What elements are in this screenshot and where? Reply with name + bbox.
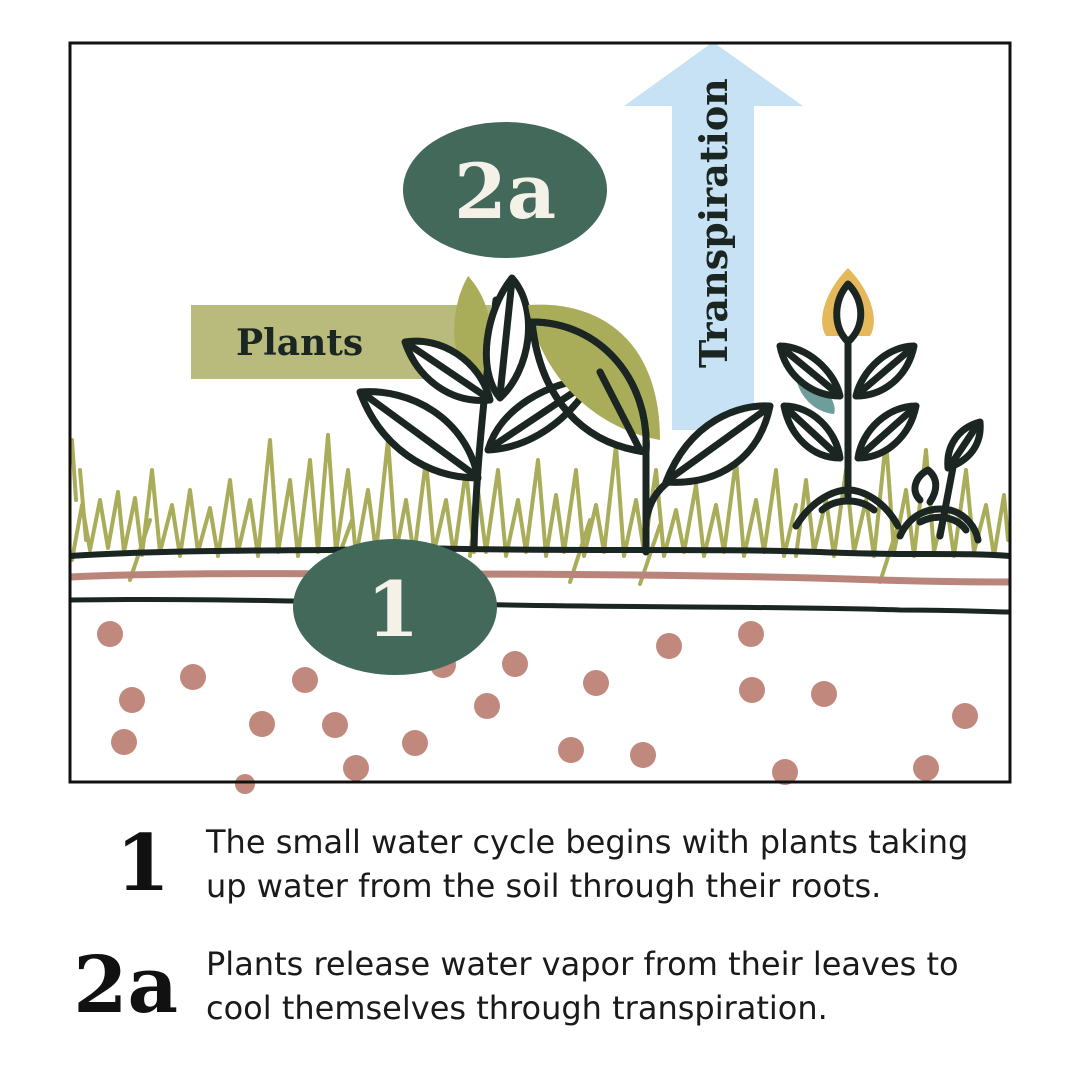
soil-clay-line	[69, 570, 1011, 586]
marker-2a-badge	[403, 122, 607, 258]
caption-1-text: The small water cycle begins with plants…	[206, 820, 968, 908]
marker-1-label: 1	[367, 565, 420, 654]
caption-2a-line-1: Plants release water vapor from their le…	[206, 945, 959, 983]
water-cycle-diagram: Plants	[68, 41, 1012, 794]
soil-surface-line	[69, 544, 1011, 559]
marker-2a-label: 2a	[454, 147, 556, 236]
caption-2a-text: Plants release water vapor from their le…	[206, 942, 959, 1030]
transpiration-arrow	[624, 42, 803, 430]
right-plant	[776, 268, 984, 544]
soil-bottom-line	[69, 596, 1011, 615]
soil-particles	[97, 621, 978, 794]
marker-1-badge	[293, 539, 497, 675]
caption-2a-line-2: cool themselves through transpiration.	[206, 989, 828, 1027]
caption-1-line-2: up water from the soil through their roo…	[206, 867, 882, 905]
middle-plant	[528, 304, 774, 556]
left-plant	[356, 274, 598, 552]
caption-1-number: 1	[115, 818, 170, 909]
diagram-frame	[68, 41, 1012, 784]
caption-1: 1 The small water cycle begins with plan…	[0, 820, 1080, 908]
caption-2a-number: 2a	[73, 940, 178, 1031]
caption-2a: 2a Plants release water vapor from their…	[0, 942, 1080, 1030]
plants-label: Plants	[236, 322, 363, 364]
transpiration-label: Transpiration	[691, 78, 736, 368]
caption-1-line-1: The small water cycle begins with plants…	[206, 823, 969, 861]
